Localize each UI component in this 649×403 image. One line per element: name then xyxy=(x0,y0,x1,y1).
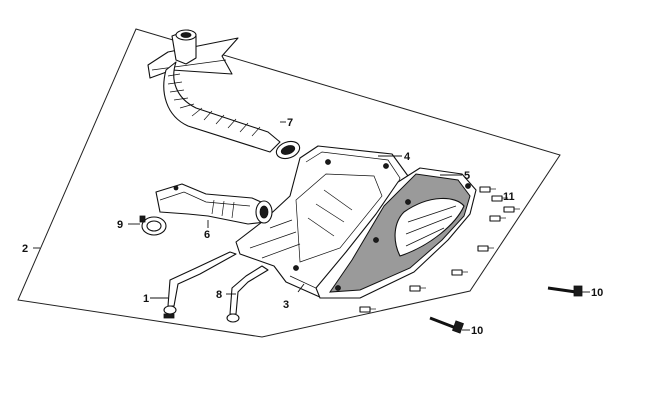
drain-tube-1-part xyxy=(163,251,237,319)
screws-11 xyxy=(359,186,520,313)
screw xyxy=(409,285,426,292)
bolt-10-lower xyxy=(429,316,464,334)
callout-5: 5 xyxy=(464,170,470,182)
callout-4: 4 xyxy=(404,151,411,163)
callout-7: 7 xyxy=(287,117,293,129)
callout-10-lower: 10 xyxy=(471,325,483,337)
assembly-boundary xyxy=(17,28,561,338)
screw xyxy=(503,206,520,213)
screw xyxy=(479,186,496,193)
callout-6: 6 xyxy=(204,229,210,241)
drain-tube-8-part xyxy=(226,265,269,323)
callout-2: 2 xyxy=(22,243,28,255)
callout-10-upper: 10 xyxy=(591,287,603,299)
callout-3: 3 xyxy=(283,299,289,311)
screw xyxy=(451,269,468,276)
screw xyxy=(489,215,506,222)
air-cleaner-cover-part xyxy=(315,167,477,299)
callout-1: 1 xyxy=(143,293,149,305)
hose-clamp-part xyxy=(139,215,167,236)
screw xyxy=(477,245,494,252)
connecting-tube-part xyxy=(155,183,273,225)
callout-8: 8 xyxy=(216,289,222,301)
intake-duct-part xyxy=(147,29,301,160)
callout-9: 9 xyxy=(117,219,123,231)
leader-lines xyxy=(33,121,590,331)
bolt-10-upper xyxy=(547,285,583,297)
duct-ribs xyxy=(167,73,261,137)
callout-11: 11 xyxy=(503,191,515,203)
screw xyxy=(359,306,376,313)
